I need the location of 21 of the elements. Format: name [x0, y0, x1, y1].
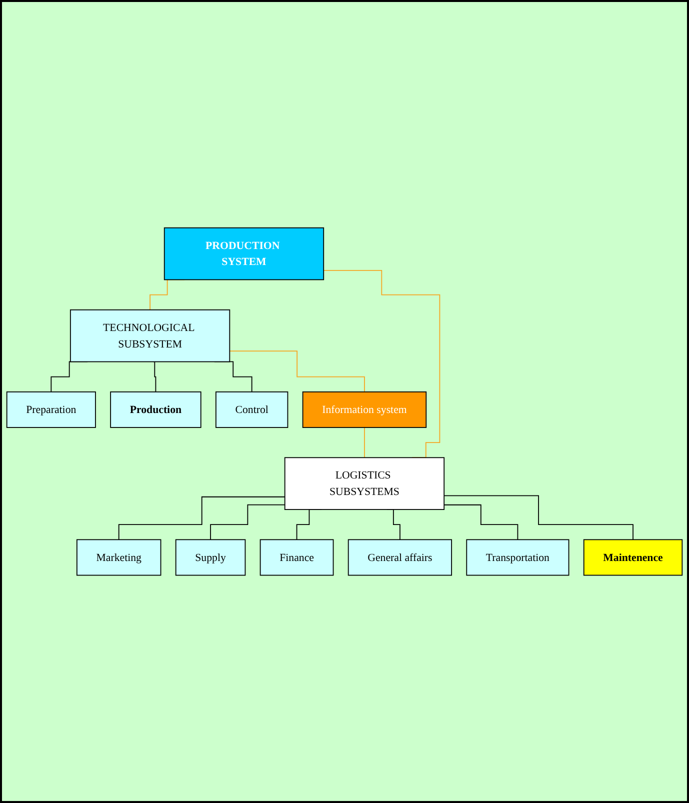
- node-box: Preparation: [6, 391, 96, 428]
- node-box: Maintenence: [583, 539, 683, 576]
- connector: [229, 350, 365, 392]
- node-box: TECHNOLOGICAL SUBSYSTEM: [70, 309, 230, 362]
- node-box: Finance: [260, 539, 334, 576]
- node-box: Production: [110, 391, 202, 428]
- node-box: PRODUCTION SYSTEM: [164, 227, 324, 280]
- node-box: General affairs: [348, 539, 452, 576]
- node-box: Information system: [302, 391, 427, 428]
- connector: [323, 270, 440, 458]
- node-box: Supply: [175, 539, 246, 576]
- connector: [153, 361, 156, 392]
- connector: [118, 496, 286, 540]
- connector: [364, 426, 365, 458]
- connector: [444, 504, 518, 540]
- node-box: Marketing: [76, 539, 162, 576]
- node-box: Transportation: [466, 539, 570, 576]
- connector: [210, 504, 286, 540]
- connector: [444, 495, 634, 540]
- node-box: Control: [215, 391, 288, 428]
- node-box: LOGISTICS SUBSYSTEMS: [284, 457, 445, 510]
